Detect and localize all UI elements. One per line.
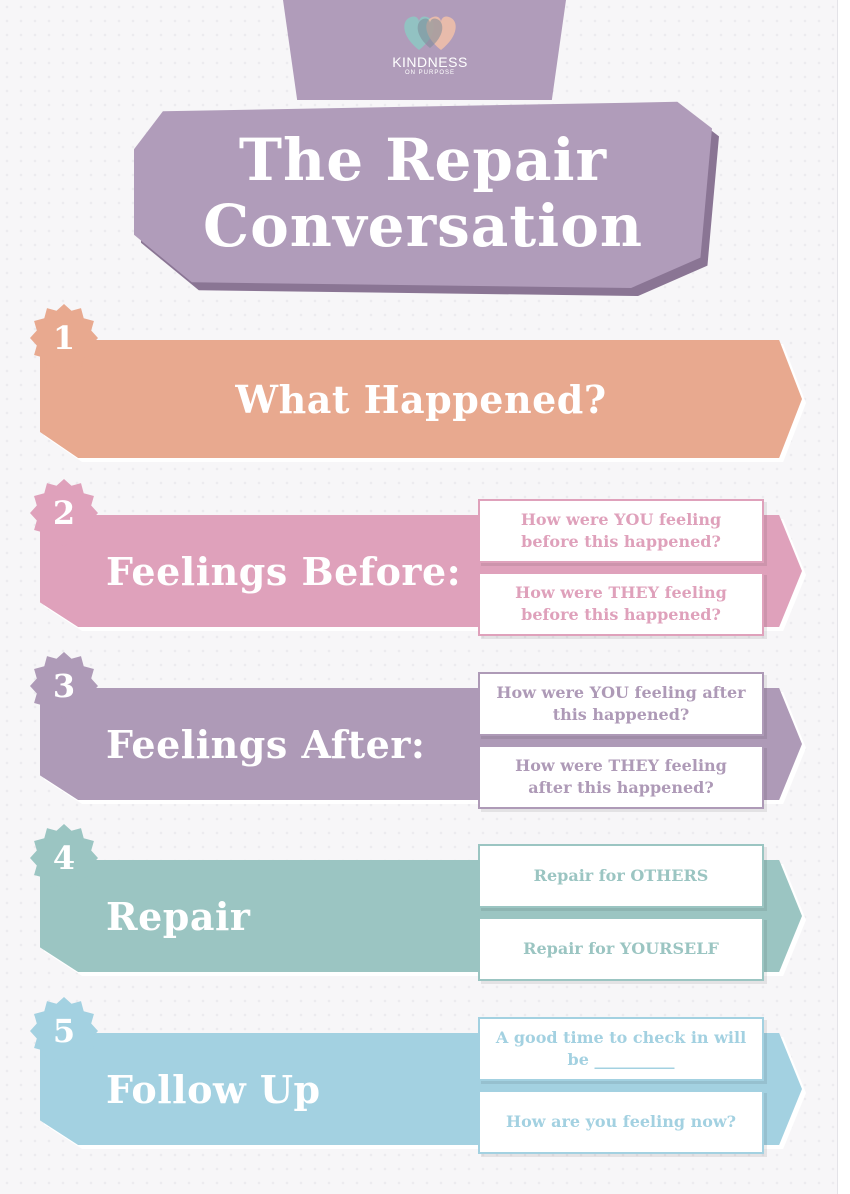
step-1-label: What Happened? bbox=[235, 376, 607, 422]
step-2-label: Feelings Before: bbox=[106, 548, 462, 594]
step-4-box-others: Repair for OTHERS bbox=[478, 844, 764, 908]
step-2-box-they: How were THEY feeling before this happen… bbox=[478, 572, 764, 636]
title-plaque: The Repair Conversation bbox=[134, 101, 712, 288]
logo-subtext: ON PURPOSE bbox=[404, 70, 455, 76]
page-edge bbox=[837, 0, 850, 1194]
step-5-box-check-in: A good time to check in will be ________… bbox=[478, 1017, 764, 1081]
step-5-box-feeling-now: How are you feeling now? bbox=[478, 1090, 764, 1154]
step-3-box-you: How were YOU feeling after this happened… bbox=[478, 672, 764, 736]
step-1-number: 1 bbox=[52, 319, 76, 357]
page-title-line-1: The Repair bbox=[238, 126, 608, 194]
step-2-box-you: How were YOU feeling before this happene… bbox=[478, 499, 764, 563]
step-3-box-they: How were THEY feeling after this happene… bbox=[478, 745, 764, 809]
logo-text: KINDNESS bbox=[392, 54, 468, 70]
kindness-logo: KINDNESS ON PURPOSE bbox=[380, 12, 480, 92]
step-1-banner: What Happened? bbox=[40, 340, 802, 458]
step-3-label: Feelings After: bbox=[106, 721, 426, 767]
step-4-label: Repair bbox=[106, 893, 251, 939]
step-4-number: 4 bbox=[52, 839, 76, 877]
page-title-line-2: Conversation bbox=[202, 192, 644, 260]
step-4-box-yourself: Repair for YOURSELF bbox=[478, 917, 764, 981]
step-3-number: 3 bbox=[52, 667, 76, 705]
step-5-label: Follow Up bbox=[106, 1066, 321, 1112]
step-2-number: 2 bbox=[52, 494, 76, 532]
hearts-logo-icon bbox=[404, 16, 456, 50]
step-5-number: 5 bbox=[52, 1012, 76, 1050]
